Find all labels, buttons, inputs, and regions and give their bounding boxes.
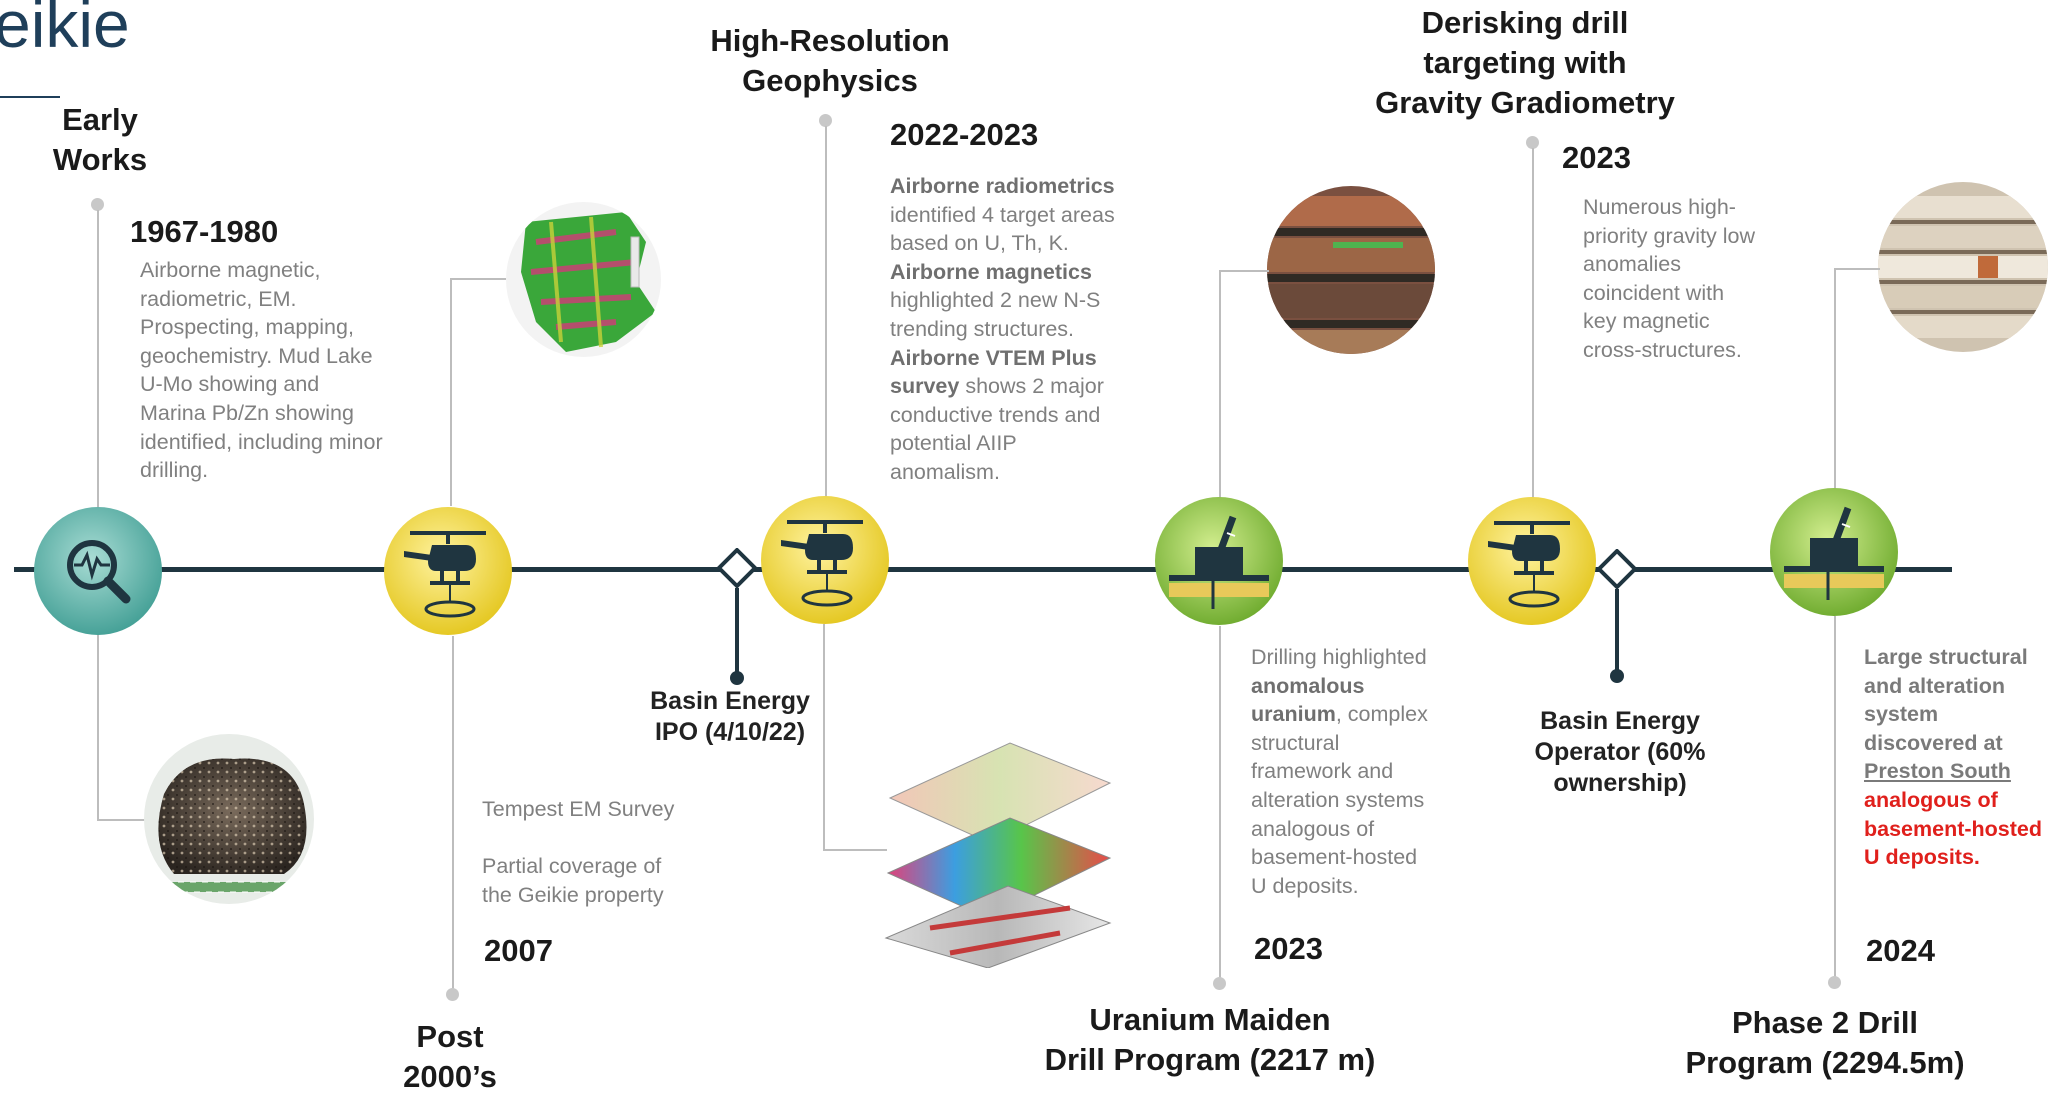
helicopter-icon bbox=[781, 520, 863, 607]
gravity-connector-dot bbox=[1526, 136, 1539, 149]
maiden-upper-line bbox=[1219, 270, 1221, 506]
gravity-node bbox=[1468, 497, 1596, 625]
drill-rig-icon bbox=[1784, 506, 1884, 600]
early-works-node bbox=[34, 507, 162, 635]
geophysics-node bbox=[761, 496, 889, 624]
gravity-year: 2023 bbox=[1562, 140, 1631, 175]
phase2-connector-dot bbox=[1828, 976, 1841, 989]
geophysics-image-connector bbox=[823, 849, 887, 851]
operator-marker-dot bbox=[1610, 669, 1624, 683]
phase2-photo-connector bbox=[1834, 268, 1880, 270]
magnifier-pulse-icon bbox=[67, 540, 131, 604]
geophysics-layers-image bbox=[870, 728, 1120, 969]
operator-marker-diamond bbox=[1596, 548, 1638, 590]
post2000-survey: Tempest EM Survey bbox=[482, 797, 675, 821]
drill-core-photo bbox=[1267, 186, 1435, 354]
geophysics-upper-line bbox=[825, 126, 827, 506]
maiden-connector-dot bbox=[1213, 977, 1226, 990]
title-underline bbox=[0, 96, 60, 98]
preston-south-link[interactable]: Preston South bbox=[1864, 759, 2011, 784]
geophysics-lower-line bbox=[823, 624, 825, 850]
geophysics-connector-dot bbox=[819, 114, 832, 127]
maiden-lower-line bbox=[1219, 626, 1221, 986]
phase2-lower-line bbox=[1834, 616, 1836, 978]
post2000-map-connector bbox=[450, 278, 506, 280]
post2000-lower-line bbox=[452, 636, 454, 990]
maiden-node bbox=[1155, 497, 1283, 625]
early-description: Airborne magnetic,radiometric, EM.Prospe… bbox=[140, 258, 383, 483]
maiden-photo-connector bbox=[1219, 270, 1269, 272]
magnetic-map-image bbox=[506, 202, 661, 357]
rock-sample-photo bbox=[144, 734, 314, 904]
drill-rig-icon bbox=[1169, 515, 1269, 609]
gravity-upper-line bbox=[1532, 148, 1534, 506]
helicopter-icon bbox=[1488, 521, 1570, 608]
geophysics-year: 2022-2023 bbox=[890, 117, 1039, 152]
ipo-marker-stem bbox=[735, 588, 739, 676]
helicopter-icon bbox=[404, 531, 486, 618]
phase2-year: 2024 bbox=[1866, 933, 1935, 968]
post2000-connector-dot bbox=[446, 988, 459, 1001]
maiden-description: Drilling highlighted anomalous uranium, … bbox=[1251, 645, 1428, 898]
early-photo-connector bbox=[97, 819, 145, 821]
ipo-marker-dot bbox=[730, 671, 744, 685]
core-tray-photo bbox=[1878, 182, 2048, 352]
post2000-upper-line bbox=[450, 278, 452, 506]
phase2-node bbox=[1770, 488, 1898, 616]
post2000-node bbox=[384, 507, 512, 635]
timeline-axis bbox=[14, 567, 1952, 572]
early-year: 1967-1980 bbox=[130, 214, 279, 249]
geophysics-description: Airborne radiometrics identified 4 targe… bbox=[890, 174, 1115, 484]
page-title: eikie bbox=[0, 0, 130, 61]
operator-marker-stem bbox=[1615, 589, 1619, 674]
post2000-year: 2007 bbox=[484, 933, 553, 968]
ipo-marker-diamond bbox=[716, 547, 758, 589]
early-connector-dot bbox=[91, 198, 104, 211]
phase2-upper-line bbox=[1834, 268, 1836, 490]
maiden-year: 2023 bbox=[1254, 931, 1323, 966]
